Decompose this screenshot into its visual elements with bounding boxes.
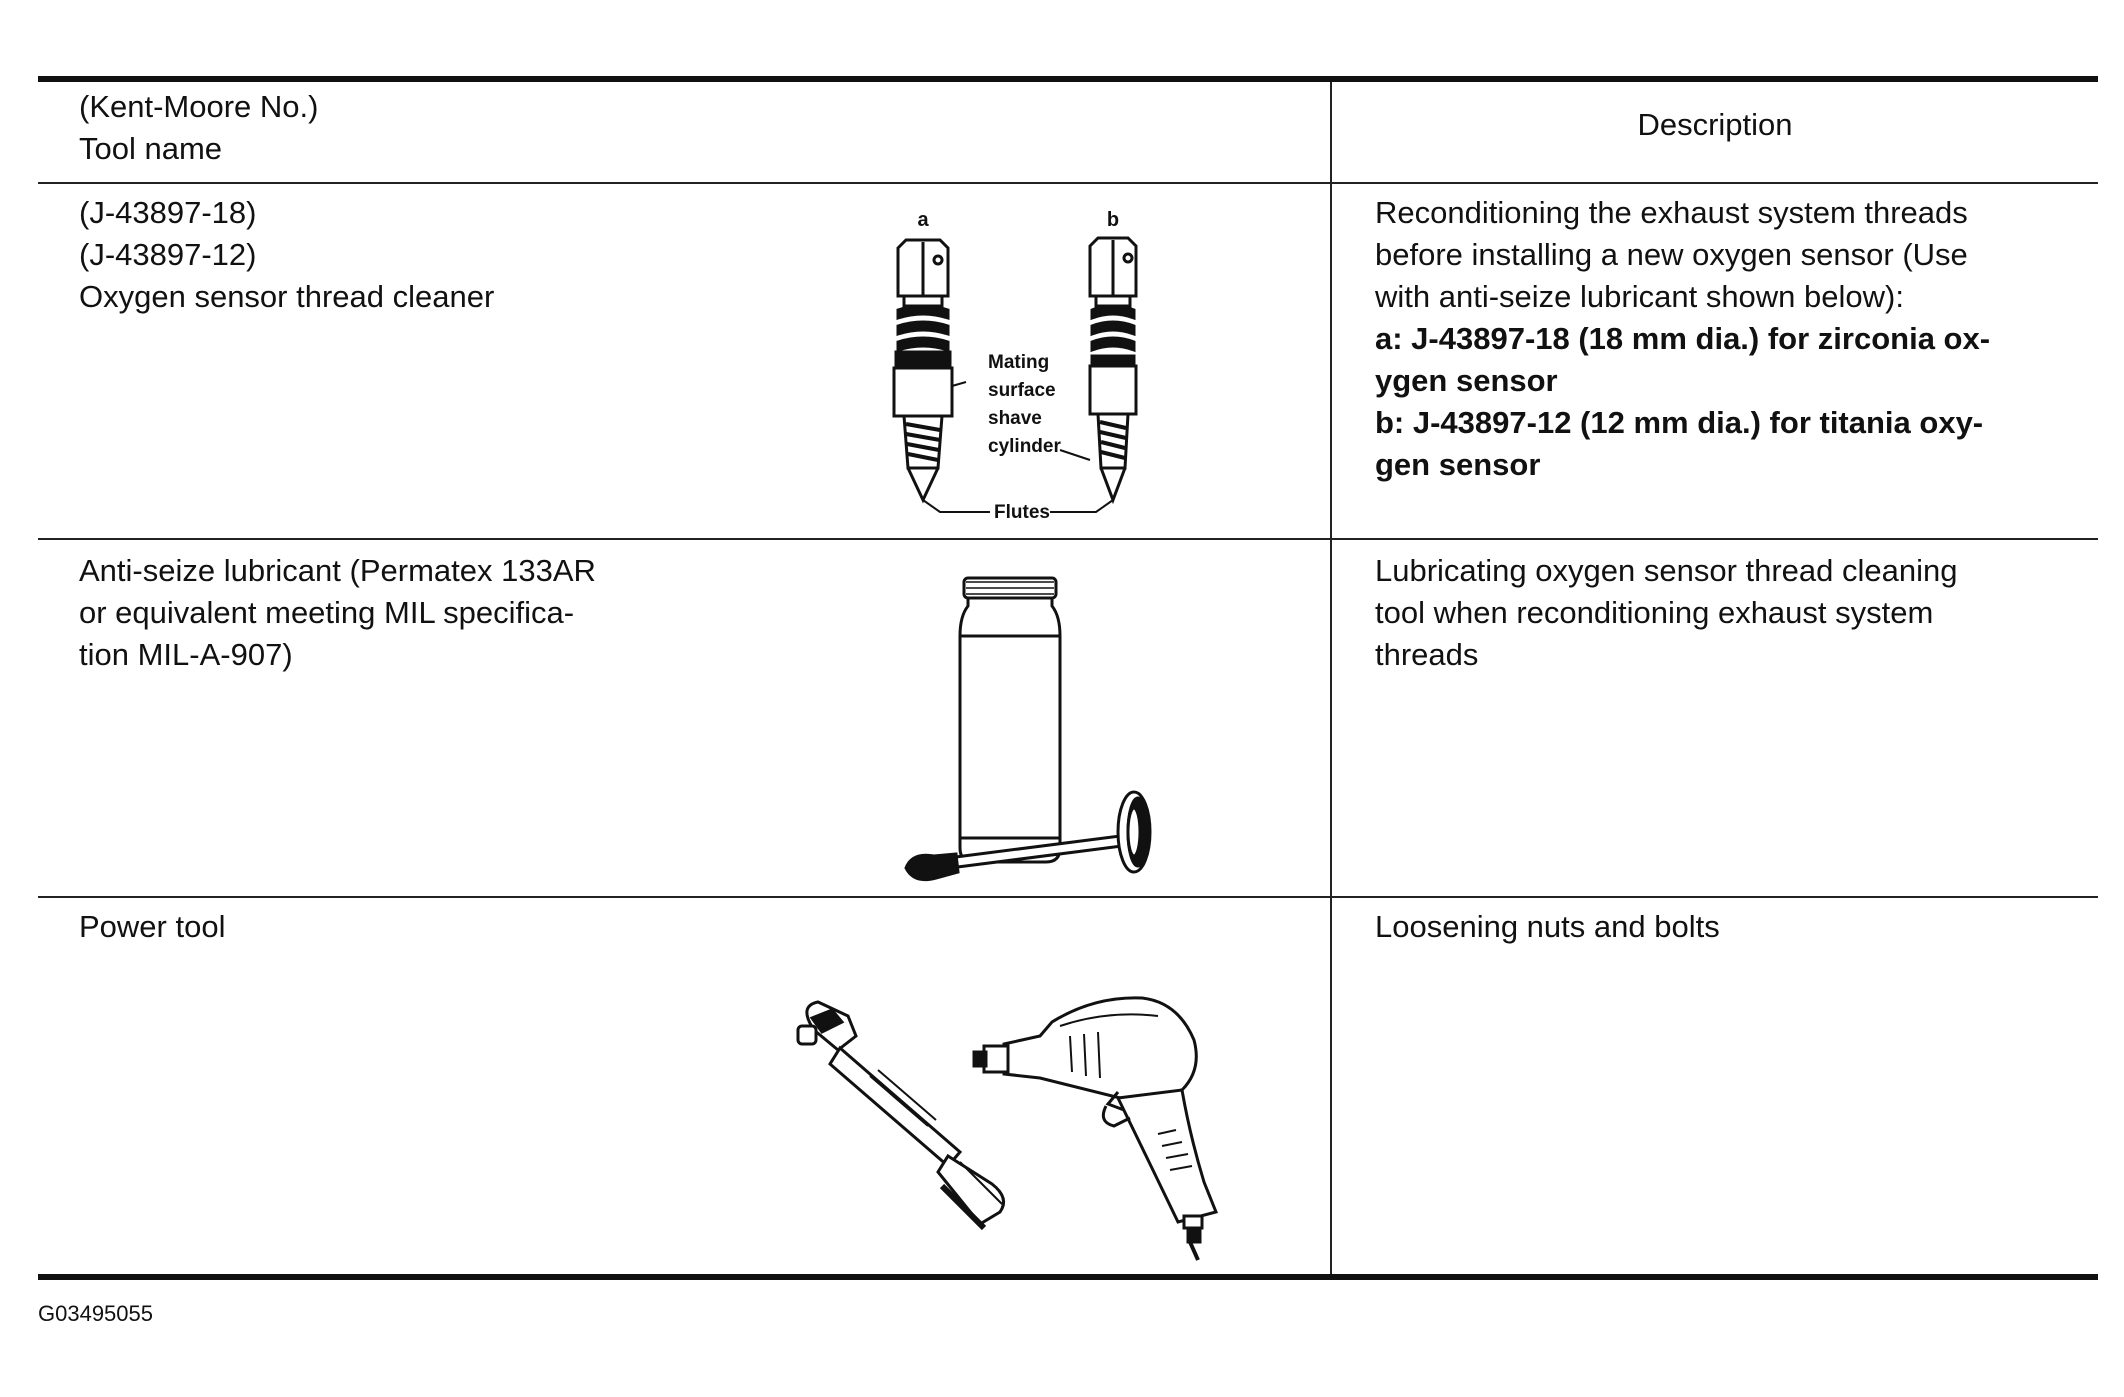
label-b: b — [1107, 209, 1119, 231]
header-divider — [38, 182, 2098, 184]
air-ratchet-icon — [796, 1000, 1006, 1231]
lubricant-bottle-icon — [958, 576, 1062, 864]
header-description: Description — [1637, 107, 1793, 142]
power-tool-illustration — [796, 996, 1219, 1261]
callout-mating-2: surface — [988, 380, 1056, 401]
callout-mating-3: shave — [988, 408, 1042, 429]
row-3-description: Loosening nuts and bolts — [1375, 909, 1720, 944]
thread-cleaner-b — [1088, 236, 1138, 505]
thread-cleaner-illustration: a b Mating surface shave cylinder Flutes — [892, 209, 1138, 523]
figure-id-caption: G03495055 — [38, 1301, 153, 1326]
row-2-description: Lubricating oxygen sensor thread cleanin… — [1375, 553, 1958, 672]
row-1-description: Reconditioning the exhaust system thread… — [1375, 195, 1991, 482]
applicator-brush-illustration — [904, 790, 1152, 882]
thread-cleaner-a — [892, 238, 954, 504]
special-tools-table: (Kent-Moore No.) Tool name Description (… — [38, 76, 2098, 1280]
column-divider — [1330, 82, 1332, 1274]
row-divider-1 — [38, 538, 2098, 540]
table-top-rule — [38, 76, 2098, 82]
callout-mating-4: cylinder — [988, 436, 1061, 457]
callout-mating-1: Mating — [988, 352, 1049, 373]
row-1-tool-name: (J-43897-18) (J-43897-12) Oxygen sensor … — [79, 195, 495, 314]
anti-seize-lubricant-illustration — [958, 576, 1062, 864]
table-bottom-rule — [38, 1274, 2098, 1280]
row-2-tool-name: Anti-seize lubricant (Permatex 133AR or … — [79, 553, 596, 672]
impact-wrench-icon — [972, 996, 1219, 1261]
header-tool-name: (Kent-Moore No.) Tool name — [79, 89, 319, 166]
applicator-brush-icon — [904, 790, 1152, 882]
row-divider-2 — [38, 896, 2098, 898]
callout-flutes: Flutes — [994, 502, 1050, 523]
label-a: a — [917, 209, 929, 231]
row-3-tool-name: Power tool — [79, 909, 226, 944]
